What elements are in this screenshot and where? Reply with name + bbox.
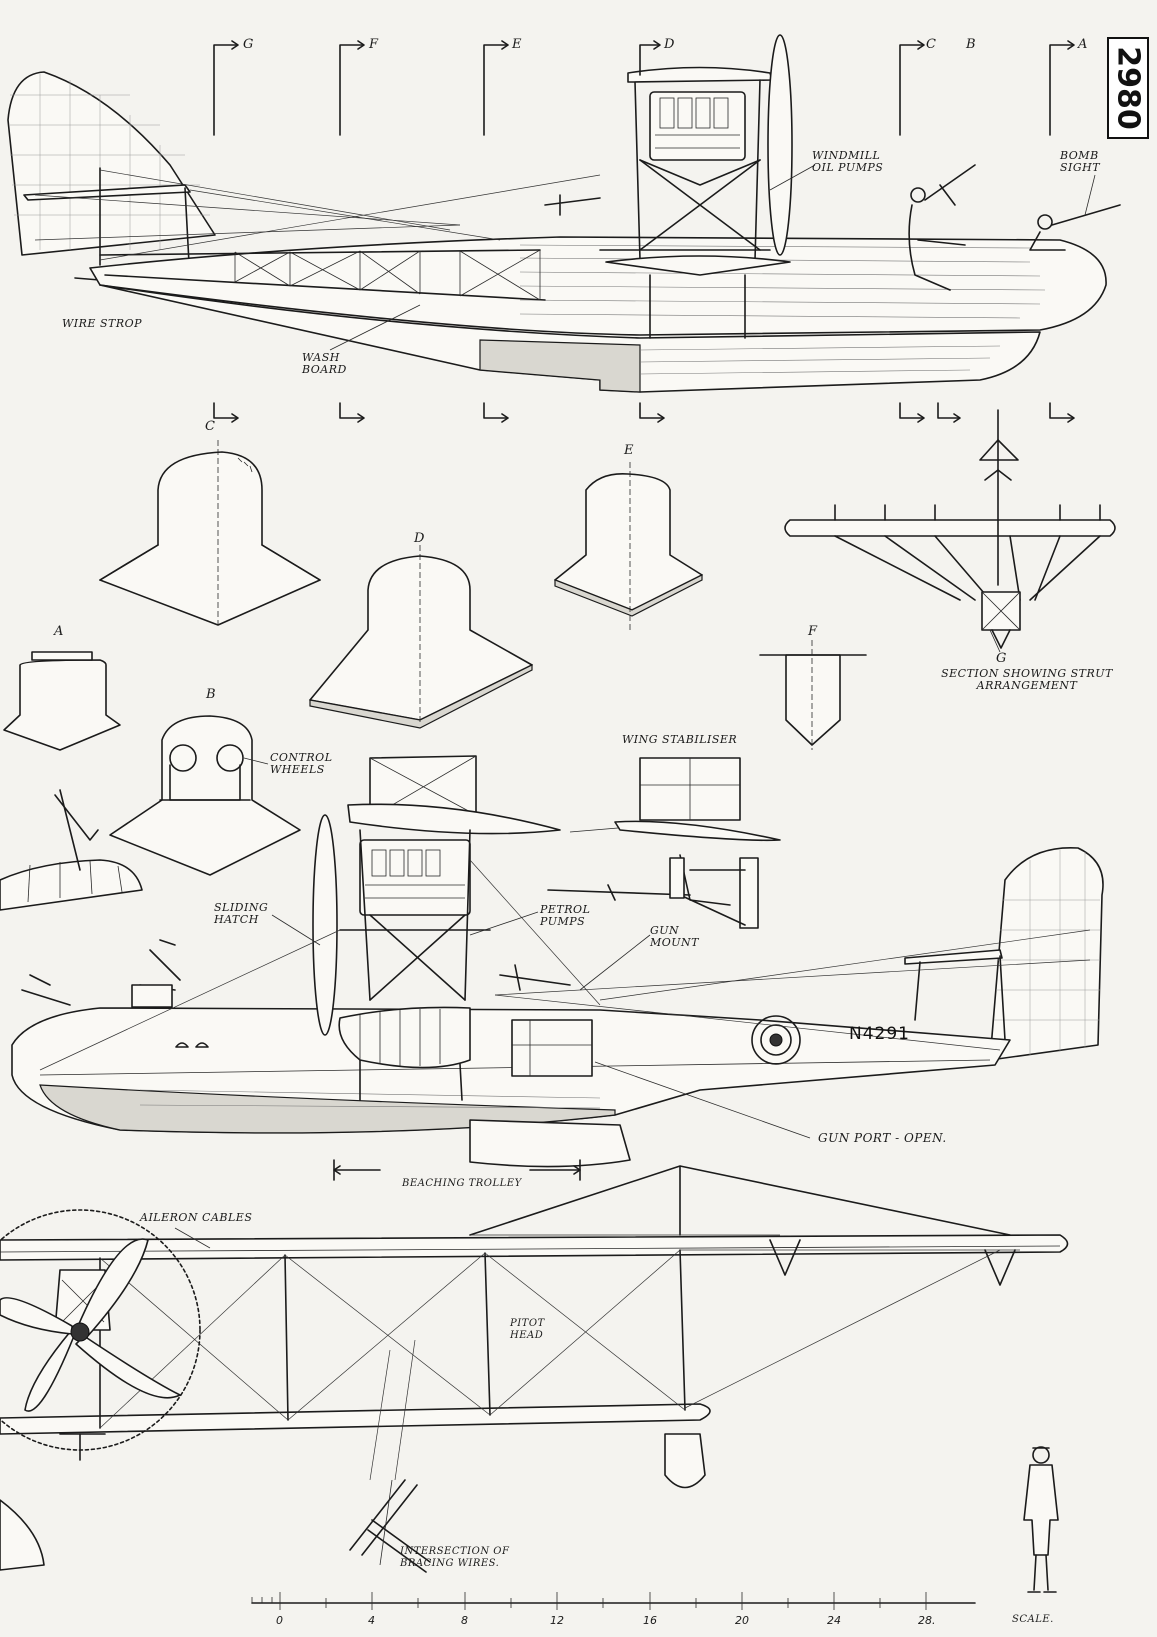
label-petrol-pumps: Petrol Pumps xyxy=(540,903,591,928)
cross-section-d xyxy=(309,545,533,729)
label-section-strut-arrangement: Section Showing Strut Arrangement xyxy=(941,667,1113,692)
cross-section-f xyxy=(759,640,867,750)
marker-e-top: E xyxy=(512,37,522,52)
label-gun-mount: Gun Mount xyxy=(650,924,700,949)
marker-a-top: A xyxy=(1078,37,1088,52)
label-pitot-head: Pitot Head xyxy=(510,1318,545,1341)
label-scale: Scale. xyxy=(1012,1614,1054,1625)
gun-mount-drawing xyxy=(547,854,759,929)
section-f-letter: F xyxy=(808,624,818,639)
scale-tick: 24 xyxy=(827,1614,841,1627)
section-cut-lines xyxy=(213,40,1075,423)
label-wing-stabiliser: Wing Stabiliser xyxy=(622,733,738,746)
scale-tick: 12 xyxy=(550,1614,564,1627)
tail-fin xyxy=(7,71,216,256)
scale-tick: 16 xyxy=(643,1614,657,1627)
label-windmill-oil-pumps: Windmill Oil Pumps xyxy=(812,149,884,174)
scale-tick: 28. xyxy=(918,1614,936,1627)
beaching-trolley-dimension xyxy=(333,1159,581,1181)
cross-section-a xyxy=(3,651,121,751)
section-g-strut-arrangement xyxy=(784,409,1116,649)
label-wash-board: Wash Board xyxy=(302,351,347,376)
scale-tick: 20 xyxy=(735,1614,749,1627)
label-intersection-bracing-wires: Intersection of Bracing Wires. xyxy=(400,1546,510,1569)
leader-lines xyxy=(174,164,1096,1566)
wing-front-view xyxy=(0,1165,1069,1573)
marker-f-top: F xyxy=(369,37,379,52)
upper-hull xyxy=(89,236,1107,336)
section-d-letter: D xyxy=(414,531,425,546)
middle-side-elevation xyxy=(11,755,1104,1168)
plate-number-box: 2980 xyxy=(1107,37,1149,139)
label-sliding-hatch: Sliding Hatch xyxy=(214,901,269,926)
label-beaching-trolley: Beaching Trolley xyxy=(402,1178,522,1189)
marker-g-top: G xyxy=(243,37,254,52)
marker-b-top: B xyxy=(966,37,976,52)
label-control-wheels: Control Wheels xyxy=(270,751,333,776)
section-g-letter: G xyxy=(996,651,1007,666)
section-b-letter: B xyxy=(206,687,216,702)
label-wire-strop: Wire Strop xyxy=(62,317,143,330)
serial-number: N4291 xyxy=(849,1024,910,1044)
scale-tick: 4 xyxy=(368,1614,375,1627)
marker-c-top: C xyxy=(926,37,936,52)
section-c-letter: C xyxy=(205,419,215,434)
scale-figure xyxy=(1023,1446,1059,1593)
middle-engine xyxy=(312,755,561,1036)
scale-tick: 0 xyxy=(276,1614,283,1627)
section-e-letter: E xyxy=(624,443,634,458)
cross-section-c xyxy=(99,440,321,626)
top-engine xyxy=(599,34,793,339)
section-a-letter: A xyxy=(54,624,64,639)
cockpit-detail xyxy=(0,789,143,911)
plate-number: 2980 xyxy=(1110,46,1146,130)
scale-bar xyxy=(251,1592,976,1610)
wing-stabiliser-drawing xyxy=(614,757,781,842)
scale-tick: 8 xyxy=(461,1614,468,1627)
cross-section-b xyxy=(109,715,301,876)
label-aileron-cables: Aileron Cables xyxy=(140,1211,253,1224)
label-gun-port: Gun Port - open. xyxy=(818,1131,947,1145)
marker-d-top: D xyxy=(664,37,675,52)
cross-section-e xyxy=(554,462,703,630)
top-side-elevation xyxy=(7,34,1121,393)
label-bomb-sight: Bomb Sight xyxy=(1060,149,1101,174)
